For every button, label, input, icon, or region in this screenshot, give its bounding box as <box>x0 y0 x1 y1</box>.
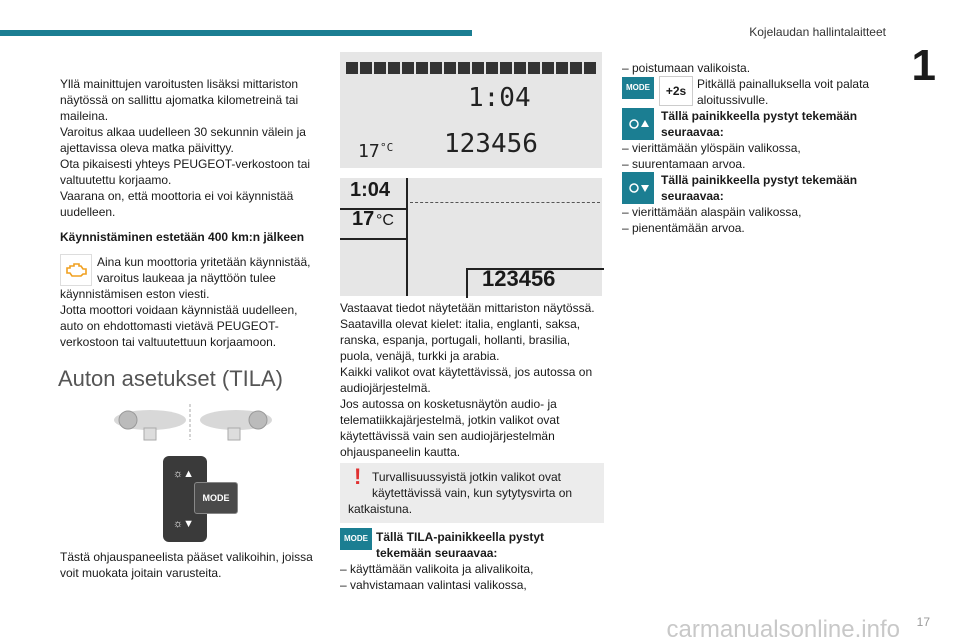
panel-caption: Tästä ohjauspaneelista pääset valikoihin… <box>60 550 313 580</box>
mode-icon: MODE <box>340 528 372 550</box>
engine-warning-icon <box>60 254 92 286</box>
lcd1-temp-unit: °C <box>380 141 394 154</box>
chapter-number: 1 <box>911 41 936 90</box>
steering-wheels-illustration <box>110 402 280 442</box>
watermark: carmanualsonline.info <box>666 616 900 643</box>
header-bar <box>0 30 472 36</box>
lcd2-odometer: 123456 <box>482 266 556 291</box>
light-down-icon <box>622 172 654 204</box>
lcd1-temp: 17 <box>358 141 380 162</box>
col2-body: Vastaavat tiedot näytetään mittariston n… <box>340 301 595 459</box>
section-title: Auton asetukset (TILA) <box>58 366 283 391</box>
lcd1-time: 1:04 <box>468 83 531 113</box>
mode-items: – käyttämään valikoita ja alivalikoita, … <box>340 562 534 592</box>
lcd1-odometer: 123456 <box>444 129 538 159</box>
mode-button-illustration: MODE <box>194 482 238 514</box>
down-heading: Tällä painikkeella pystyt tekemään seura… <box>661 173 858 203</box>
lcd2-temp: 17 <box>352 208 375 230</box>
hold-text: Pitkällä painalluksella voit palata aloi… <box>697 77 870 107</box>
instrument-display-2: 1:04 17 °C 123456 <box>340 178 604 298</box>
instrument-display-1: 1:04 17 °C 123456 <box>340 52 602 168</box>
exclamation-icon: ! <box>354 464 362 489</box>
safety-note: ! Turvallisuussyistä jotkin valikot ovat… <box>340 463 604 523</box>
light-up-icon: ☼▲ <box>173 468 194 480</box>
light-up-icon <box>622 108 654 140</box>
lcd2-time: 1:04 <box>350 179 391 201</box>
mode-heading: Tällä TILA-painikkeella pystyt tekemään … <box>376 530 545 560</box>
up-items: – vierittämään ylöspäin valikossa, – suu… <box>622 141 801 171</box>
mode-icon: MODE <box>622 77 654 99</box>
down-items: – vierittämään alaspäin valikossa, – pie… <box>622 205 802 235</box>
up-heading: Tällä painikkeella pystyt tekemään seura… <box>661 109 858 139</box>
hold-icon: +2s <box>659 76 693 106</box>
segment-row <box>346 62 596 74</box>
warn-rest-text: käynnistämisen eston viesti. Jotta moott… <box>60 287 298 349</box>
intro-text: Yllä mainittujen varoitusten lisäksi mit… <box>60 77 311 219</box>
exit-item: – poistumaan valikoista. <box>622 61 751 75</box>
warn-text: Aina kun moottoria yritetään käynnistää,… <box>97 255 311 285</box>
lcd2-temp-unit: °C <box>376 212 394 229</box>
section-heading: Käynnistäminen estetään 400 km:n jälkeen <box>60 230 305 244</box>
page-number: 17 <box>916 615 930 629</box>
header-title: Kojelaudan hallintalaitteet <box>749 25 886 39</box>
light-down-icon: ☼▼ <box>173 518 194 530</box>
